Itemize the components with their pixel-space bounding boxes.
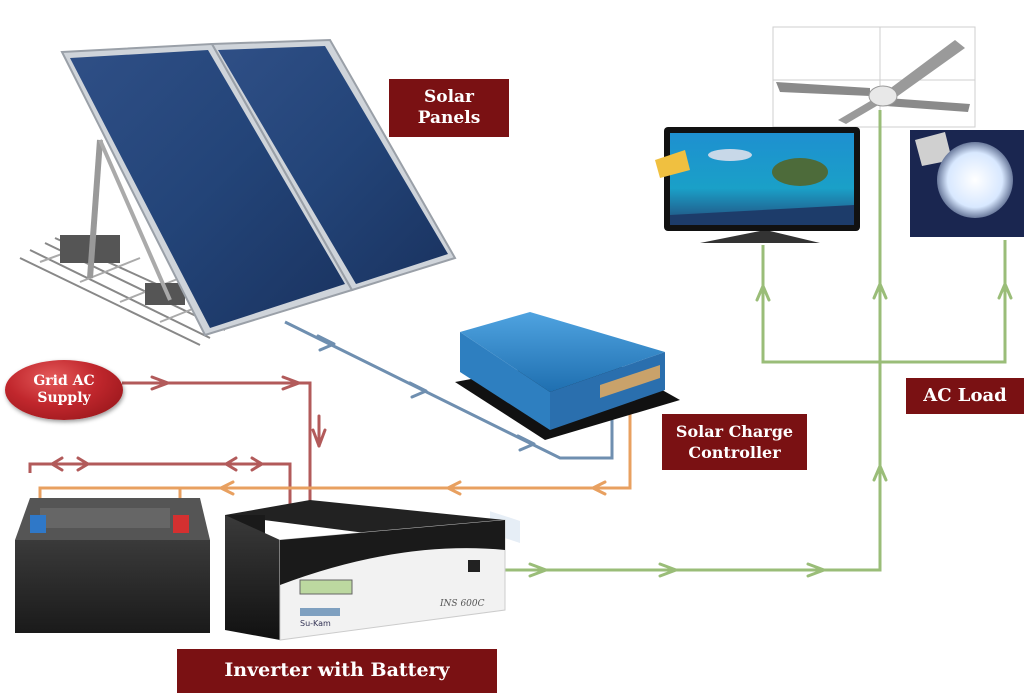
ceiling-fan-illustration bbox=[772, 26, 976, 128]
dc-flow-arrows bbox=[316, 334, 536, 452]
ballast-block bbox=[145, 283, 185, 305]
solar-panels-label: Solar Panels bbox=[389, 79, 509, 137]
charge-flow-arrows bbox=[219, 480, 607, 496]
inverter-brand-text: Su-Kam bbox=[300, 619, 331, 628]
grid-ac-supply-label: Grid AC Supply bbox=[5, 360, 123, 420]
solar-panel-left bbox=[70, 50, 345, 328]
inverter-with-battery-label-text: Inverter with Battery bbox=[224, 659, 450, 681]
solar-panel-right bbox=[218, 46, 448, 284]
ac-load-wiring bbox=[505, 110, 1007, 572]
solar-panels-illustration bbox=[19, 38, 457, 346]
grid-ac-supply-label-line1: Grid AC bbox=[33, 373, 95, 389]
solar-charge-controller-label-line2: Controller bbox=[688, 443, 781, 462]
inverter-model-text: INS 600C bbox=[439, 599, 485, 609]
grid-flow-arrows bbox=[50, 375, 327, 472]
inverter-illustration bbox=[225, 500, 506, 641]
solar-panels-label-line1: Solar bbox=[423, 87, 475, 107]
charge-controller-illustration bbox=[455, 312, 680, 543]
ac-load-label: AC Load bbox=[906, 378, 1024, 414]
ac-flow-arrows bbox=[528, 282, 1013, 578]
battery-illustration bbox=[15, 498, 210, 633]
solar-panels-label-line2: Panels bbox=[417, 108, 481, 128]
solar-charge-controller-label: Solar Charge Controller bbox=[662, 414, 807, 470]
grid-ac-supply-label-line2: Supply bbox=[37, 390, 91, 406]
ac-load-label-text: AC Load bbox=[923, 385, 1007, 406]
television-illustration bbox=[655, 127, 860, 243]
led-bulb-illustration bbox=[910, 130, 1024, 237]
solar-charge-controller-label-line1: Solar Charge bbox=[675, 422, 794, 441]
inverter-with-battery-label: Inverter with Battery bbox=[177, 649, 497, 693]
